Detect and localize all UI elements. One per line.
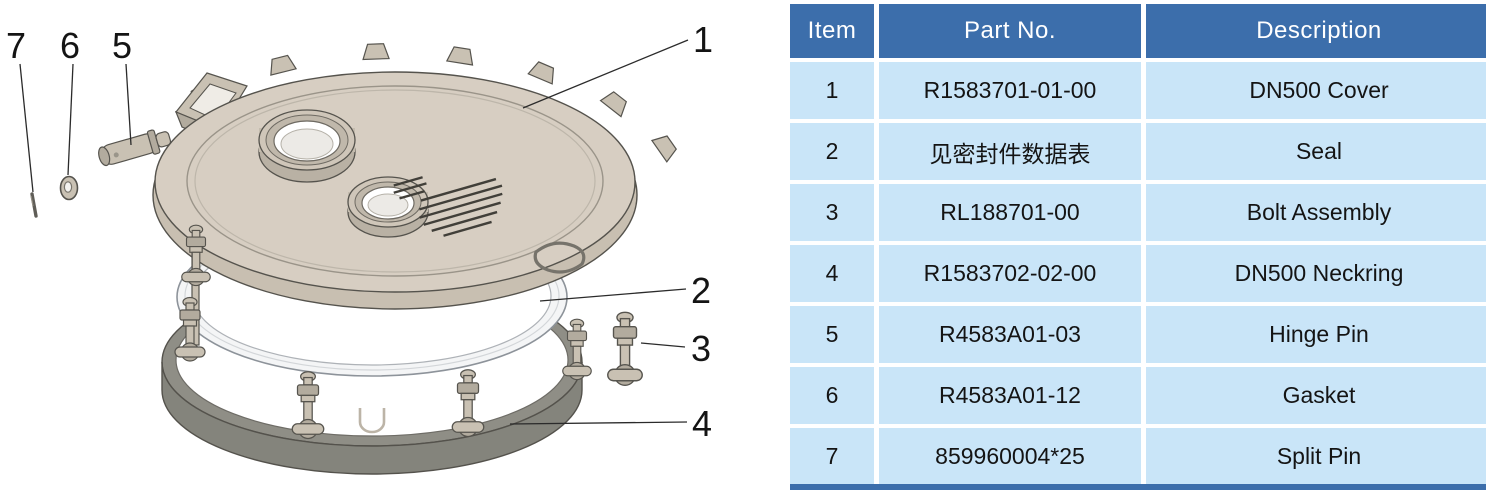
description-cell: Bolt Assembly bbox=[1146, 184, 1486, 241]
nameplate-engraving bbox=[393, 176, 503, 237]
hinge-pin-part bbox=[98, 129, 172, 167]
callout-6: 6 bbox=[60, 25, 80, 66]
part-no-cell: R1583701-01-00 bbox=[879, 62, 1141, 119]
item-cell: 4 bbox=[790, 245, 874, 302]
description-cell: Seal bbox=[1146, 123, 1486, 180]
parts-table-panel: Item Part No. Description 1 R1583701-01-… bbox=[785, 0, 1486, 490]
parts-table: Item Part No. Description 1 R1583701-01-… bbox=[785, 0, 1486, 489]
part-no-cell: 859960004*25 bbox=[879, 428, 1141, 485]
part-no-cell: R1583702-02-00 bbox=[879, 245, 1141, 302]
table-row: 2 见密封件数据表 Seal bbox=[790, 123, 1486, 180]
callout-4: 4 bbox=[692, 403, 712, 444]
table-row: 4 R1583702-02-00 DN500 Neckring bbox=[790, 245, 1486, 302]
part-no-cell: R4583A01-03 bbox=[879, 306, 1141, 363]
cover-handle bbox=[533, 241, 586, 274]
callout-numbers: 1 2 3 4 5 6 7 bbox=[6, 19, 713, 444]
column-header-item: Item bbox=[790, 4, 874, 58]
description-cell: Gasket bbox=[1146, 367, 1486, 424]
part-no-cell: R4583A01-12 bbox=[879, 367, 1141, 424]
description-cell: DN500 Cover bbox=[1146, 62, 1486, 119]
leader-lines bbox=[19, 39, 689, 425]
gasket-part bbox=[59, 175, 79, 201]
neckring-notch bbox=[358, 408, 386, 434]
part-no-cell: 见密封件数据表 bbox=[879, 123, 1141, 180]
item-cell: 5 bbox=[790, 306, 874, 363]
item-cell: 7 bbox=[790, 428, 874, 485]
column-header-description: Description bbox=[1146, 4, 1486, 58]
column-header-part-no: Part No. bbox=[879, 4, 1141, 58]
callout-1: 1 bbox=[693, 19, 713, 60]
exploded-view-diagram: 1 2 3 4 5 6 7 bbox=[6, 19, 713, 475]
table-row: 1 R1583701-01-00 DN500 Cover bbox=[790, 62, 1486, 119]
item-cell: 3 bbox=[790, 184, 874, 241]
cover-port-large bbox=[258, 109, 356, 183]
cover-part bbox=[152, 42, 680, 310]
callout-2: 2 bbox=[691, 270, 711, 311]
description-cell: Hinge Pin bbox=[1146, 306, 1486, 363]
table-row: 5 R4583A01-03 Hinge Pin bbox=[790, 306, 1486, 363]
table-bottom-strip bbox=[790, 484, 1486, 490]
callout-7: 7 bbox=[6, 25, 26, 66]
bolt-assembly-part bbox=[607, 311, 643, 387]
callout-3: 3 bbox=[691, 328, 711, 369]
callout-5: 5 bbox=[112, 25, 132, 66]
description-cell: Split Pin bbox=[1146, 428, 1486, 485]
description-cell: DN500 Neckring bbox=[1146, 245, 1486, 302]
part-no-cell: RL188701-00 bbox=[879, 184, 1141, 241]
table-row: 6 R4583A01-12 Gasket bbox=[790, 367, 1486, 424]
split-pin-part bbox=[30, 192, 38, 218]
table-row: 7 859960004*25 Split Pin bbox=[790, 428, 1486, 485]
item-cell: 1 bbox=[790, 62, 874, 119]
neckring-bolts bbox=[174, 224, 592, 440]
item-cell: 2 bbox=[790, 123, 874, 180]
assembly-diagram-svg: 1 2 3 4 5 6 7 bbox=[6, 19, 713, 475]
item-cell: 6 bbox=[790, 367, 874, 424]
table-row: 3 RL188701-00 Bolt Assembly bbox=[790, 184, 1486, 241]
table-header-row: Item Part No. Description bbox=[790, 4, 1486, 58]
